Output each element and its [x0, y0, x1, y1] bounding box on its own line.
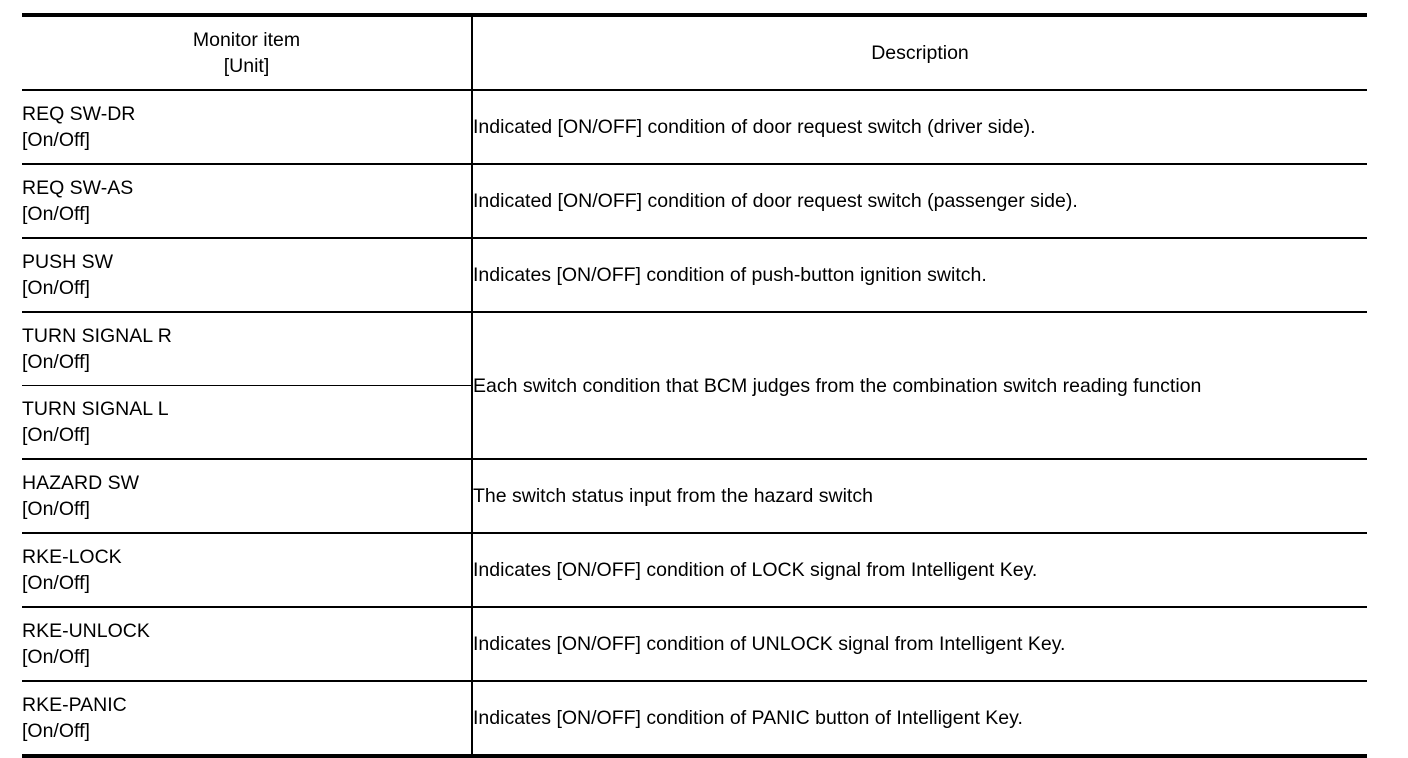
- monitor-item-unit: [On/Off]: [22, 351, 90, 373]
- monitor-item-cell: TURN SIGNAL L [On/Off]: [22, 385, 473, 459]
- description-cell: Indicated [ON/OFF] condition of door req…: [472, 89, 1367, 164]
- column-header-monitor-item: Monitor item [Unit]: [22, 15, 473, 91]
- monitor-item-unit: [On/Off]: [22, 572, 90, 594]
- spec-table-container: Monitor item [Unit] Description REQ SW-D…: [22, 13, 1367, 758]
- monitor-item-cell: REQ SW-AS [On/Off]: [22, 163, 473, 238]
- monitor-item-name: RKE-LOCK: [22, 546, 122, 568]
- monitor-item-unit: [On/Off]: [22, 646, 90, 668]
- monitor-item-header-line2: [Unit]: [223, 55, 270, 77]
- description-cell-merged: Each switch condition that BCM judges fr…: [472, 311, 1367, 459]
- description-cell: The switch status input from the hazard …: [472, 458, 1367, 533]
- table-row: PUSH SW [On/Off] Indicates [ON/OFF] cond…: [22, 237, 1367, 312]
- monitor-item-name: RKE-UNLOCK: [22, 620, 150, 642]
- monitor-item-name: REQ SW-DR: [22, 103, 136, 125]
- description-cell: Indicates [ON/OFF] condition of LOCK sig…: [472, 532, 1367, 607]
- monitor-item-unit: [On/Off]: [22, 277, 90, 299]
- column-header-description: Description: [472, 15, 1367, 91]
- table-header-row: Monitor item [Unit] Description: [22, 15, 1367, 91]
- monitor-item-unit: [On/Off]: [22, 498, 90, 520]
- monitor-item-cell: TURN SIGNAL R [On/Off]: [22, 311, 473, 386]
- table-row: TURN SIGNAL L [On/Off]: [22, 385, 1367, 459]
- monitor-item-cell: RKE-PANIC [On/Off]: [22, 680, 473, 756]
- monitor-item-name: HAZARD SW: [22, 472, 139, 494]
- monitor-item-unit: [On/Off]: [22, 720, 90, 742]
- monitor-item-name: PUSH SW: [22, 251, 114, 273]
- monitor-item-cell: REQ SW-DR [On/Off]: [22, 89, 473, 164]
- table-body: REQ SW-DR [On/Off] Indicated [ON/OFF] co…: [22, 89, 1367, 756]
- description-cell: Indicates [ON/OFF] condition of UNLOCK s…: [472, 606, 1367, 681]
- table-row: HAZARD SW [On/Off] The switch status inp…: [22, 458, 1367, 533]
- monitor-item-cell: RKE-UNLOCK [On/Off]: [22, 606, 473, 681]
- monitor-item-name: TURN SIGNAL L: [22, 398, 169, 420]
- description-cell: Indicates [ON/OFF] condition of push-but…: [472, 237, 1367, 312]
- table-row: RKE-UNLOCK [On/Off] Indicates [ON/OFF] c…: [22, 606, 1367, 681]
- table-row: RKE-LOCK [On/Off] Indicates [ON/OFF] con…: [22, 532, 1367, 607]
- monitor-item-header-line1: Monitor item: [192, 29, 301, 51]
- monitor-item-unit: [On/Off]: [22, 203, 90, 225]
- monitor-item-unit: [On/Off]: [22, 424, 90, 446]
- monitor-item-name: TURN SIGNAL R: [22, 325, 172, 347]
- monitor-item-table: Monitor item [Unit] Description REQ SW-D…: [22, 13, 1367, 758]
- monitor-item-cell: RKE-LOCK [On/Off]: [22, 532, 473, 607]
- description-cell: Indicated [ON/OFF] condition of door req…: [472, 163, 1367, 238]
- table-row: TURN SIGNAL R [On/Off] Each switch condi…: [22, 311, 1367, 459]
- monitor-item-cell: HAZARD SW [On/Off]: [22, 458, 473, 533]
- table-row: REQ SW-DR [On/Off] Indicated [ON/OFF] co…: [22, 89, 1367, 164]
- monitor-item-cell: PUSH SW [On/Off]: [22, 237, 473, 312]
- table-row: REQ SW-AS [On/Off] Indicated [ON/OFF] co…: [22, 163, 1367, 238]
- monitor-item-name: REQ SW-AS: [22, 177, 134, 199]
- monitor-item-unit: [On/Off]: [22, 129, 90, 151]
- description-cell: Indicates [ON/OFF] condition of PANIC bu…: [472, 680, 1367, 756]
- monitor-item-header-inner: Monitor item [Unit]: [22, 27, 471, 79]
- table-row: RKE-PANIC [On/Off] Indicates [ON/OFF] co…: [22, 680, 1367, 756]
- monitor-item-name: RKE-PANIC: [22, 694, 127, 716]
